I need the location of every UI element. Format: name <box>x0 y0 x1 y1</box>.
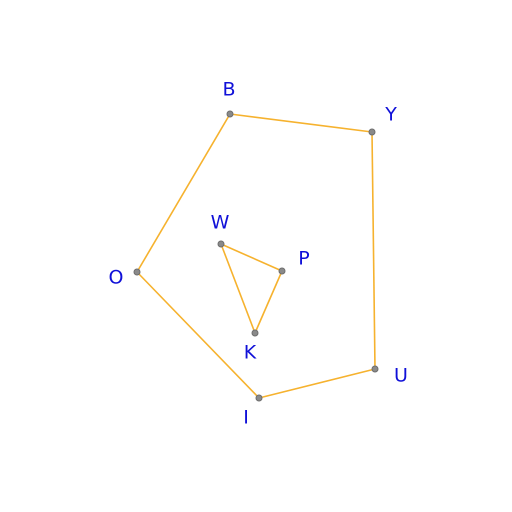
point-o <box>133 268 141 276</box>
point-label-o: O <box>109 267 124 289</box>
edge-kw <box>220 243 256 334</box>
point-label-y: Y <box>384 104 397 126</box>
edge-io <box>136 271 260 399</box>
labels-layer: B Y U I O W P K <box>109 79 408 429</box>
edge-yu <box>371 131 376 370</box>
point-k <box>251 329 259 337</box>
point-label-u: U <box>394 365 408 387</box>
point-b <box>226 110 234 118</box>
edges-layer <box>136 113 376 399</box>
point-u <box>371 365 379 373</box>
point-i <box>255 394 263 402</box>
edge-ob <box>136 113 231 273</box>
vertices-layer <box>133 110 379 402</box>
point-label-k: K <box>244 342 257 364</box>
point-label-b: B <box>222 79 235 101</box>
edge-by <box>229 113 373 133</box>
point-p <box>278 267 286 275</box>
point-y <box>368 128 376 136</box>
point-w <box>217 240 225 248</box>
edge-wp <box>220 243 283 272</box>
point-label-p: P <box>298 248 309 270</box>
point-label-w: W <box>211 212 230 234</box>
point-label-i: I <box>243 407 249 429</box>
edge-ui <box>258 368 376 399</box>
edge-pk <box>254 270 283 334</box>
